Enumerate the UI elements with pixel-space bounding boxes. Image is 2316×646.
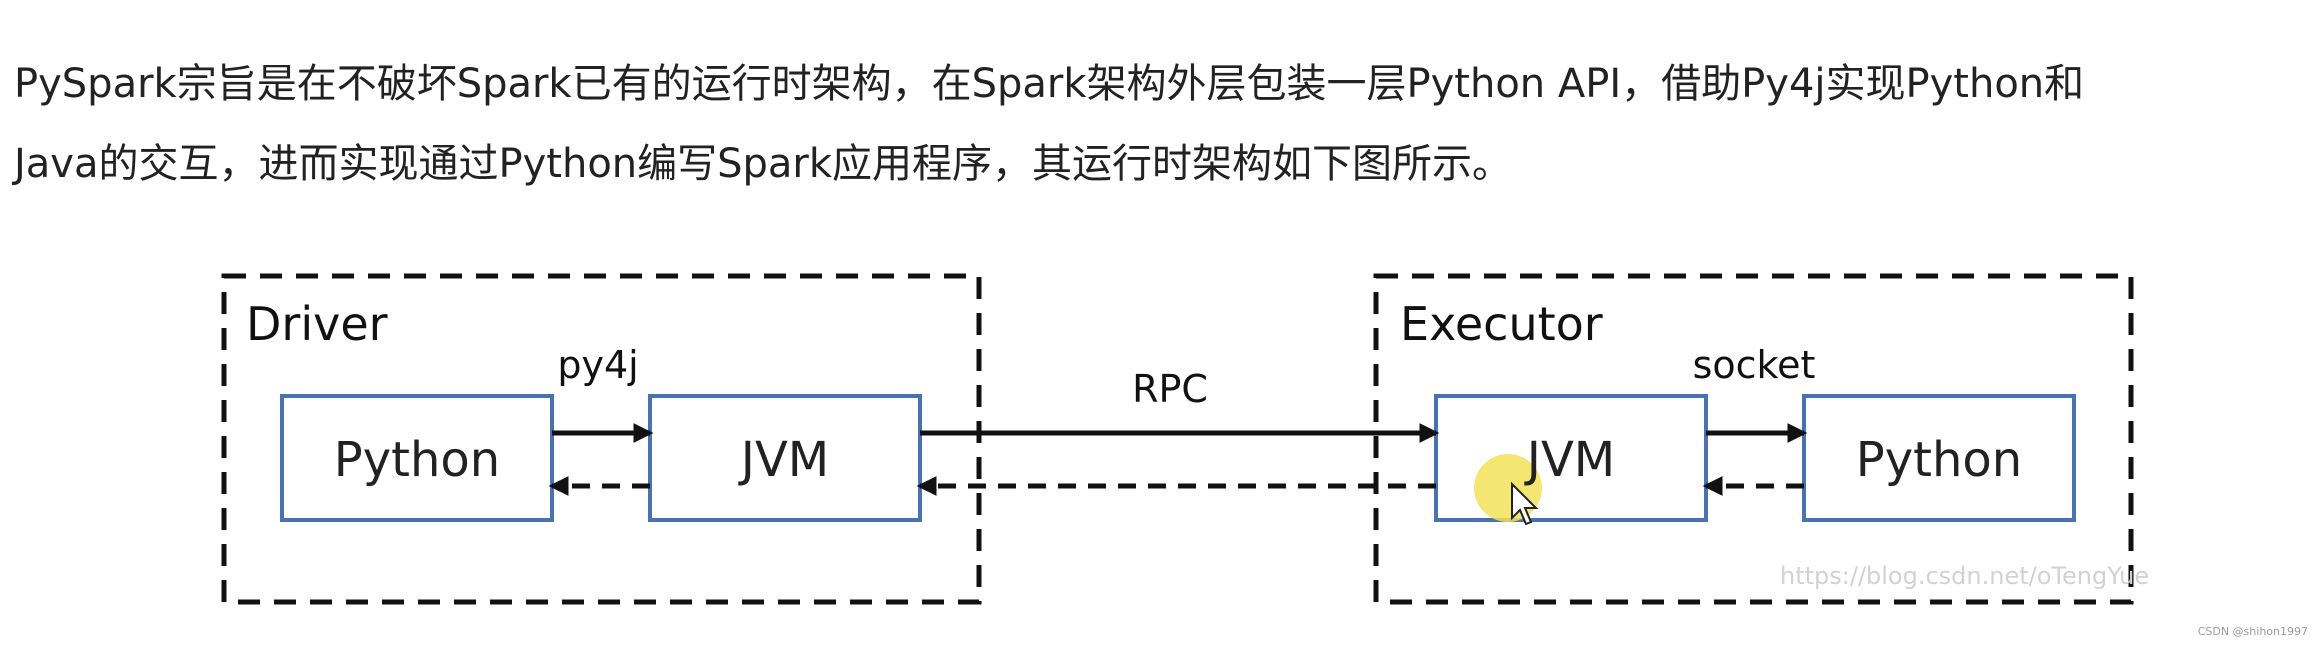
socket-label: socket <box>1693 343 1816 387</box>
watermark: https://blog.csdn.net/oTengYue <box>1780 562 2150 590</box>
paragraph-line-2: Java的交互，进而实现通过Python编写Spark应用程序，其运行时架构如下… <box>14 141 1513 187</box>
driver-jvm-label: JVM <box>738 432 829 488</box>
paragraph-line-1: PySpark宗旨是在不破坏Spark已有的运行时架构，在Spark架构外层包装… <box>14 61 2085 107</box>
py4j-label: py4j <box>557 343 638 387</box>
executor-title: Executor <box>1400 297 1603 351</box>
mouse-pointer-icon <box>1511 481 1539 526</box>
csdn-credit: CSDN @shihon1997 <box>2197 625 2308 638</box>
driver-jvm-box <box>648 394 922 522</box>
executor-container <box>1373 273 2134 605</box>
driver-container <box>221 273 982 605</box>
driver-python-label: Python <box>334 432 500 488</box>
driver-python-box <box>280 394 554 522</box>
executor-python-label: Python <box>1856 432 2022 488</box>
executor-python-box <box>1802 394 2076 522</box>
driver-title: Driver <box>246 297 388 351</box>
rpc-label: RPC <box>1132 367 1208 411</box>
executor-jvm-label: JVM <box>1524 432 1615 488</box>
